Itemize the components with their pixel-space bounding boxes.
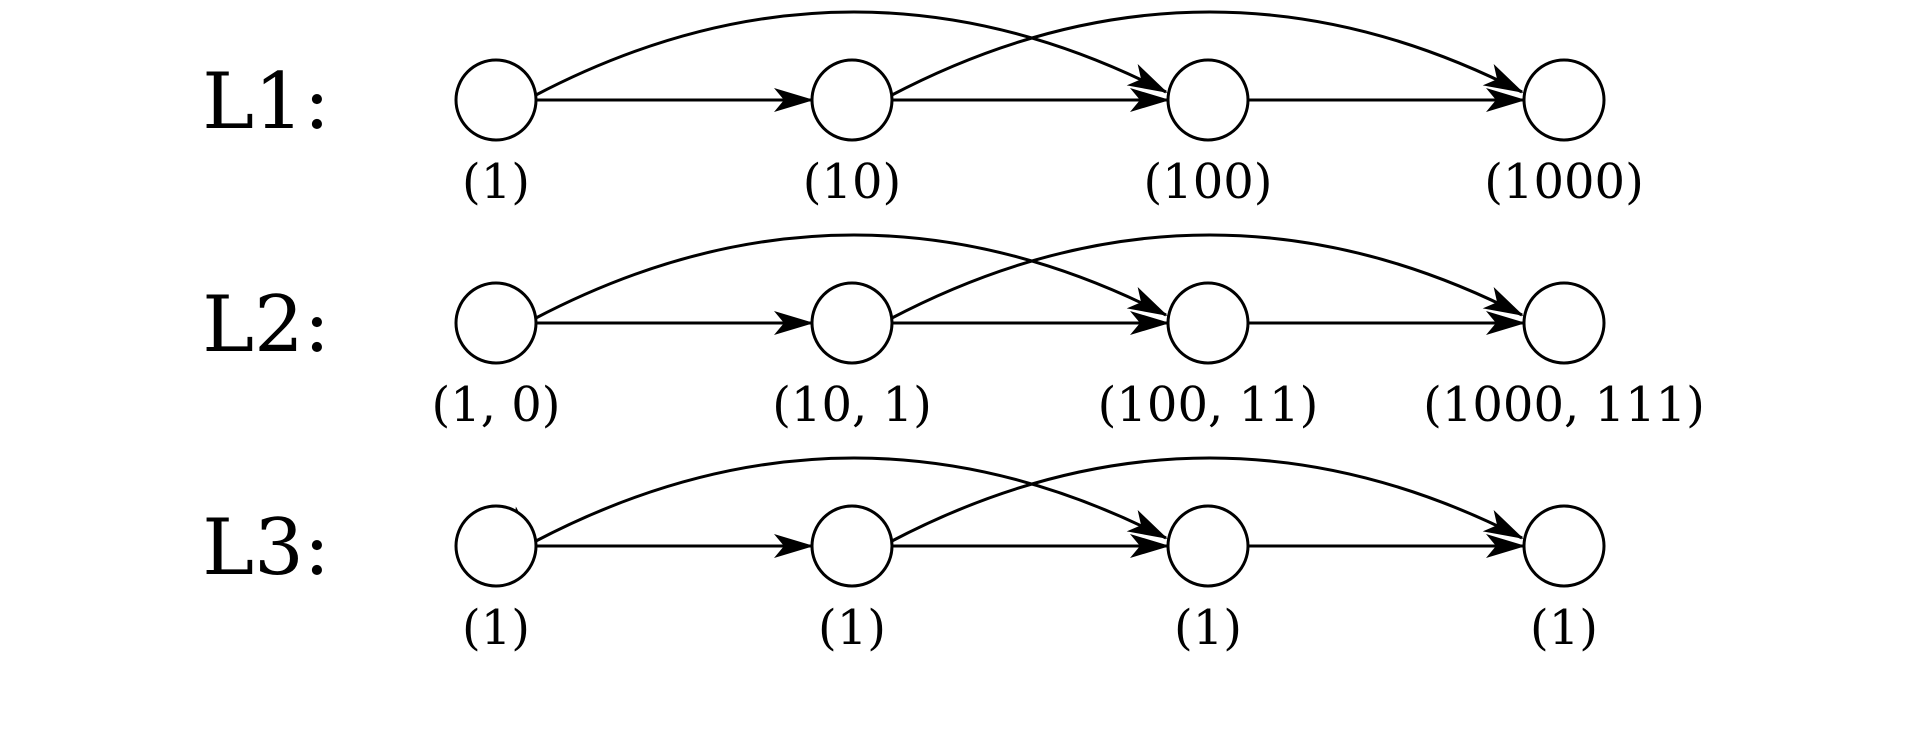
node-label: (1) bbox=[462, 154, 530, 210]
node-circle bbox=[1166, 58, 1250, 142]
node-circle bbox=[454, 504, 538, 588]
row-3: L3: (1) (1) (1) (1) bbox=[202, 456, 1606, 656]
node-circle bbox=[1522, 504, 1606, 588]
node-circle bbox=[810, 281, 894, 365]
row-2: L2: (1, 0) (10, 1) (100, 11) (1000, 111) bbox=[202, 233, 1705, 433]
node-label: (1) bbox=[1530, 600, 1598, 656]
node-label: (10, 1) bbox=[772, 377, 932, 433]
node-circle bbox=[1522, 281, 1606, 365]
edge-1-3 bbox=[889, 10, 1524, 98]
node-label: (100) bbox=[1143, 154, 1272, 210]
edge-0-2 bbox=[533, 456, 1168, 544]
rows-layer: L1: (1) (10) (100) (1000) L2: (1, 0) (10, 1) (10… bbox=[202, 10, 1705, 656]
row-1: L1: (1) (10) (100) (1000) bbox=[202, 10, 1644, 210]
edge-0-2 bbox=[533, 10, 1168, 98]
node-circle bbox=[810, 58, 894, 142]
node-label: (1) bbox=[1174, 600, 1242, 656]
node-label: (1, 0) bbox=[431, 377, 560, 433]
node-circle bbox=[454, 58, 538, 142]
row-label: L1: bbox=[202, 57, 330, 147]
edge-0-2 bbox=[533, 233, 1168, 321]
node-circle bbox=[454, 281, 538, 365]
edge-1-3 bbox=[889, 233, 1524, 321]
node-label: (1000, 111) bbox=[1423, 377, 1705, 433]
node-label: (1) bbox=[462, 600, 530, 656]
node-label: (100, 11) bbox=[1098, 377, 1319, 433]
row-label: L3: bbox=[202, 503, 330, 593]
node-circle bbox=[1166, 281, 1250, 365]
row-label: L2: bbox=[202, 280, 330, 370]
edge-1-3 bbox=[889, 456, 1524, 544]
node-label: (10) bbox=[803, 154, 902, 210]
node-label: (1000) bbox=[1484, 154, 1644, 210]
node-label: (1) bbox=[818, 600, 886, 656]
node-circle bbox=[810, 504, 894, 588]
node-circle bbox=[1522, 58, 1606, 142]
node-circle bbox=[1166, 504, 1250, 588]
